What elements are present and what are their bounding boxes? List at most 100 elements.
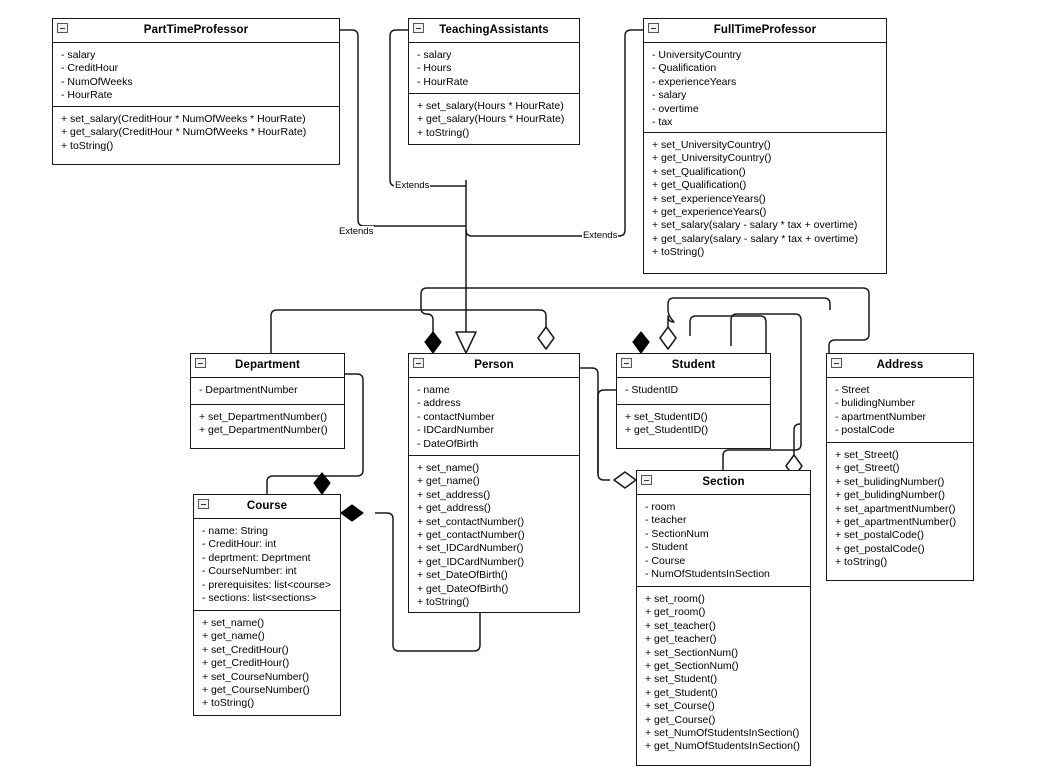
uml-class-address[interactable]: Address - Street- bulidingNumber- apartme… (826, 353, 974, 581)
method-row: + get_Street() (835, 462, 900, 475)
method-row: + get_teacher() (645, 633, 717, 646)
attribute-row: - salary (652, 89, 687, 102)
method-row: + set_salary(CreditHour * NumOfWeeks * H… (61, 113, 306, 125)
aggregation-diamond-student-right (659, 326, 677, 350)
method-row: + get_contactNumber() (417, 529, 525, 542)
inheritance-arrow-person (455, 331, 477, 354)
attribute-row: - HourRate (61, 89, 113, 102)
uml-class-parttimeprofessor[interactable]: PartTimeProfessor - salary- CreditHour- N… (52, 18, 340, 165)
class-name-label: Student (671, 359, 716, 371)
attribute-row: - address (417, 397, 461, 410)
attribute-row: - deprtment: Deprtment (202, 551, 311, 564)
attributes-compartment: - Street- bulidingNumber- apartmentNumbe… (827, 378, 973, 443)
method-row: + get_Course() (645, 713, 716, 726)
class-title-address: Address (827, 354, 973, 378)
methods-compartment: + set_DepartmentNumber()+ get_Department… (191, 405, 344, 444)
attribute-row: - contactNumber (417, 410, 495, 423)
collapse-icon[interactable] (413, 23, 424, 33)
relationship-label-extends-ftp-person: Extends (582, 230, 619, 241)
method-row: + set_bulidingNumber() (835, 475, 945, 488)
collapse-icon[interactable] (198, 499, 209, 509)
attribute-row: - CreditHour: int (202, 538, 277, 551)
attribute-row: - overtime (652, 102, 699, 115)
method-row: + get_UniversityCountry() (652, 152, 772, 165)
method-row: + set_SectionNum() (645, 646, 739, 659)
methods-compartment: + set_salary(Hours * HourRate)+ get_sala… (409, 94, 579, 146)
attribute-row: - bulidingNumber (835, 397, 915, 410)
method-row: + set_IDCardNumber() (417, 542, 524, 555)
method-row: + get_room() (645, 606, 706, 619)
attributes-compartment: - name: String- CreditHour: int- deprtme… (194, 519, 340, 611)
class-name-label: Address (876, 359, 924, 371)
method-row: + set_Street() (835, 449, 899, 461)
attribute-row: - StudentID (625, 384, 679, 396)
attribute-row: - name (417, 384, 450, 396)
collapse-icon[interactable] (648, 23, 659, 33)
method-row: + get_name() (202, 630, 265, 643)
class-title-fulltimeprofessor: FullTimeProfessor (644, 19, 886, 43)
method-row: + set_name() (202, 617, 265, 629)
class-name-label: PartTimeProfessor (143, 24, 249, 36)
composition-diamond-course-right (340, 504, 364, 522)
methods-compartment: + set_salary(CreditHour * NumOfWeeks * H… (53, 107, 339, 159)
composition-diamond-course-top (313, 472, 331, 495)
line-person-aggregation-section (580, 367, 610, 481)
line-address-aggregation-student (667, 297, 831, 336)
attribute-row: - IDCardNumber (417, 424, 495, 437)
collapse-icon[interactable] (641, 475, 652, 485)
method-row: + set_Course() (645, 700, 715, 713)
attribute-row: - teacher (645, 514, 687, 527)
attribute-row: - experienceYears (652, 75, 737, 88)
attributes-compartment: - salary- CreditHour- NumOfWeeks- HourRa… (53, 43, 339, 107)
uml-class-teachingassistants[interactable]: TeachingAssistants- salary- Hours- HourR… (408, 18, 580, 145)
uml-class-section[interactable]: Section- room- teacher- SectionNum- Stud… (636, 470, 811, 766)
uml-class-student[interactable]: Student- StudentID+ set_StudentID()+ get… (616, 353, 771, 449)
method-row: + get_Student() (645, 686, 718, 699)
method-row: + get_experienceYears() (652, 206, 767, 219)
collapse-icon[interactable] (57, 23, 68, 33)
class-title-parttimeprofessor: PartTimeProfessor (53, 19, 339, 43)
collapse-icon[interactable] (195, 358, 206, 368)
aggregation-diamond-section-left (613, 471, 637, 489)
line-department-composition-person (420, 287, 870, 353)
attribute-row: - DateOfBirth (417, 437, 479, 450)
composition-diamond-person (424, 331, 442, 354)
uml-class-course[interactable]: Course- name: String- CreditHour: int- d… (193, 494, 341, 716)
attribute-row: - Street (835, 384, 870, 396)
attribute-row: - CreditHour (61, 62, 119, 75)
class-title-department: Department (191, 354, 344, 378)
attribute-row: - salary (61, 49, 96, 61)
class-title-student: Student (617, 354, 770, 378)
attribute-row: - NumOfWeeks (61, 75, 133, 88)
attribute-row: - sections: list<sections> (202, 592, 317, 605)
attribute-row: - NumOfStudentsInSection (645, 568, 770, 581)
collapse-icon[interactable] (621, 358, 632, 368)
attribute-row: - UniversityCountry (652, 49, 742, 61)
attribute-row: - name: String (202, 525, 268, 537)
line-address-left-feed (793, 423, 801, 455)
method-row: + toString() (417, 126, 470, 139)
method-row: + get_StudentID() (625, 424, 709, 437)
attribute-row: - SectionNum (645, 527, 709, 540)
method-row: + set_CourseNumber() (202, 670, 310, 683)
class-title-course: Course (194, 495, 340, 519)
method-row: + set_room() (645, 593, 705, 605)
attribute-row: - prerequisites: list<course> (202, 578, 331, 591)
collapse-icon[interactable] (831, 358, 842, 368)
uml-class-department[interactable]: Department- DepartmentNumber+ set_Depart… (190, 353, 345, 449)
attribute-row: - Hours (417, 62, 452, 75)
collapse-icon[interactable] (413, 358, 424, 368)
methods-compartment: + set_name()+ get_name()+ set_CreditHour… (194, 611, 340, 717)
method-row: + get_bulidingNumber() (835, 489, 946, 502)
uml-class-fulltimeprofessor[interactable]: FullTimeProfessor - UniversityCountry- Qu… (643, 18, 887, 274)
method-row: + get_DateOfBirth() (417, 582, 509, 595)
attribute-row: - salary (417, 49, 452, 61)
method-row: + set_Qualification() (652, 165, 746, 178)
methods-compartment: + set_UniversityCountry()+ get_Universit… (644, 133, 886, 266)
uml-class-person[interactable]: Person- name- address- contactNumber- ID… (408, 353, 580, 613)
method-row: + toString() (652, 246, 705, 259)
attribute-row: - Qualification (652, 62, 717, 75)
line-student-aggregation-section (597, 389, 616, 474)
method-row: + set_experienceYears() (652, 192, 766, 205)
attributes-compartment: - name- address- contactNumber- IDCardNu… (409, 378, 579, 456)
